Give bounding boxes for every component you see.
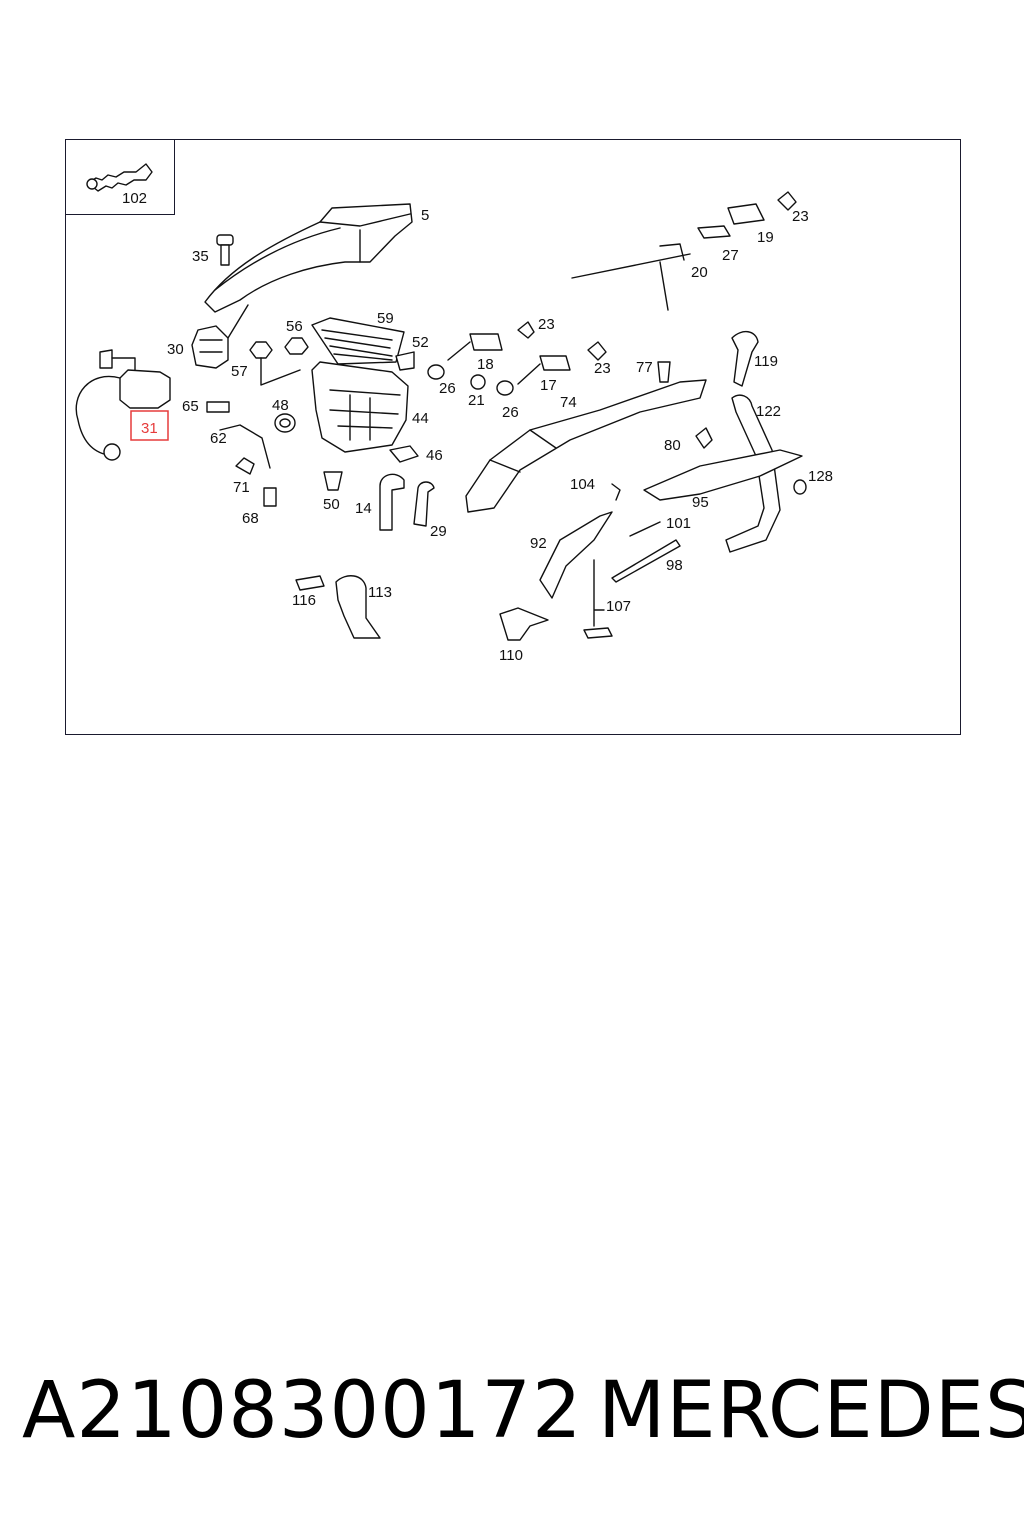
svg-text:59: 59 (377, 310, 394, 327)
svg-text:46: 46 (426, 447, 443, 464)
svg-text:52: 52 (412, 334, 429, 351)
switch-19 (727, 203, 765, 225)
svg-text:113: 113 (368, 584, 392, 601)
bracket-52 (395, 351, 415, 371)
bracket-46 (389, 445, 419, 463)
svg-text:48: 48 (272, 397, 289, 414)
svg-text:26: 26 (502, 404, 519, 421)
svg-text:101: 101 (666, 515, 691, 532)
sensor-31-drawing (75, 349, 171, 461)
svg-text:23: 23 (594, 360, 611, 377)
callout-102: 102 (122, 190, 147, 207)
elbow-119 (731, 331, 759, 387)
hose-14 (379, 473, 405, 531)
svg-text:23: 23 (792, 208, 809, 225)
svg-text:110: 110 (499, 647, 523, 664)
svg-text:18: 18 (477, 356, 494, 373)
nut-21 (470, 374, 486, 390)
rail-74 (465, 379, 707, 513)
clip-116 (295, 575, 325, 591)
screw-104 (611, 483, 621, 501)
duct-113 (335, 575, 381, 639)
strip-98 (611, 539, 681, 583)
svg-text:128: 128 (808, 468, 833, 485)
filter-59 (311, 317, 405, 365)
svg-text:27: 27 (722, 247, 739, 264)
svg-text:119: 119 (754, 353, 778, 370)
svg-text:30: 30 (167, 341, 184, 358)
svg-text:57: 57 (231, 363, 248, 380)
svg-text:14: 14 (355, 500, 372, 517)
svg-text:23: 23 (538, 316, 555, 333)
svg-text:95: 95 (692, 494, 709, 511)
plug-50 (323, 471, 343, 491)
svg-text:21: 21 (468, 392, 485, 409)
strip-101 (629, 521, 661, 537)
svg-text:62: 62 (210, 430, 227, 447)
nut-56 (284, 337, 309, 355)
nut-128 (793, 479, 807, 495)
hose-29 (413, 481, 435, 527)
clip-65 (206, 401, 230, 413)
brand-name: MERCEDES (598, 1366, 1024, 1456)
screw-35 (216, 234, 234, 266)
trim-92 (539, 511, 613, 599)
bracket-107 (593, 559, 605, 627)
svg-text:50: 50 (323, 496, 340, 513)
panel-95 (643, 449, 803, 501)
clip-68 (263, 487, 277, 507)
svg-text:77: 77 (636, 359, 653, 376)
highlight-box-31 (130, 410, 169, 441)
svg-text:116: 116 (292, 592, 316, 609)
bracket-110 (499, 607, 549, 641)
clip-71 (235, 457, 255, 475)
grommet-48 (274, 413, 296, 433)
svg-text:5: 5 (421, 207, 429, 224)
clip-23c (777, 191, 797, 211)
svg-text:122: 122 (756, 403, 781, 420)
inset-box (65, 139, 175, 215)
svg-text:26: 26 (439, 380, 456, 397)
svg-text:17: 17 (540, 377, 557, 394)
clip-23b (587, 341, 607, 361)
svg-text:80: 80 (664, 437, 681, 454)
screw-77 (657, 361, 671, 383)
housing-44 (311, 361, 409, 453)
washer-26a (427, 364, 445, 380)
svg-text:92: 92 (530, 535, 547, 552)
clip-80 (695, 427, 713, 449)
bracket-62 (219, 424, 271, 469)
svg-text:44: 44 (412, 410, 429, 427)
duct-5-drawing (204, 203, 413, 313)
part-number: A2108300172 (22, 1366, 583, 1456)
gasket-27 (697, 225, 731, 239)
svg-text:68: 68 (242, 510, 259, 527)
svg-text:104: 104 (570, 476, 595, 493)
svg-text:56: 56 (286, 318, 303, 335)
svg-text:71: 71 (233, 479, 250, 496)
valve-18 (447, 333, 503, 361)
svg-text:29: 29 (430, 523, 447, 540)
clip-102-drawing (86, 163, 153, 192)
callout-31-highlight: 31 (141, 420, 158, 437)
svg-text:74: 74 (560, 394, 577, 411)
svg-text:98: 98 (666, 557, 683, 574)
diagram-frame (65, 139, 961, 735)
grommet-30 (191, 304, 249, 369)
clip-23a (517, 321, 535, 339)
bolt-57 (249, 341, 301, 386)
pipe-122 (725, 394, 781, 553)
svg-text:35: 35 (192, 248, 209, 265)
svg-text:107: 107 (606, 598, 631, 615)
valve-17 (517, 355, 571, 385)
washer-26b (496, 380, 514, 396)
rod-20 (571, 243, 691, 311)
svg-text:20: 20 (691, 264, 708, 281)
svg-text:65: 65 (182, 398, 199, 415)
svg-text:19: 19 (757, 229, 774, 246)
